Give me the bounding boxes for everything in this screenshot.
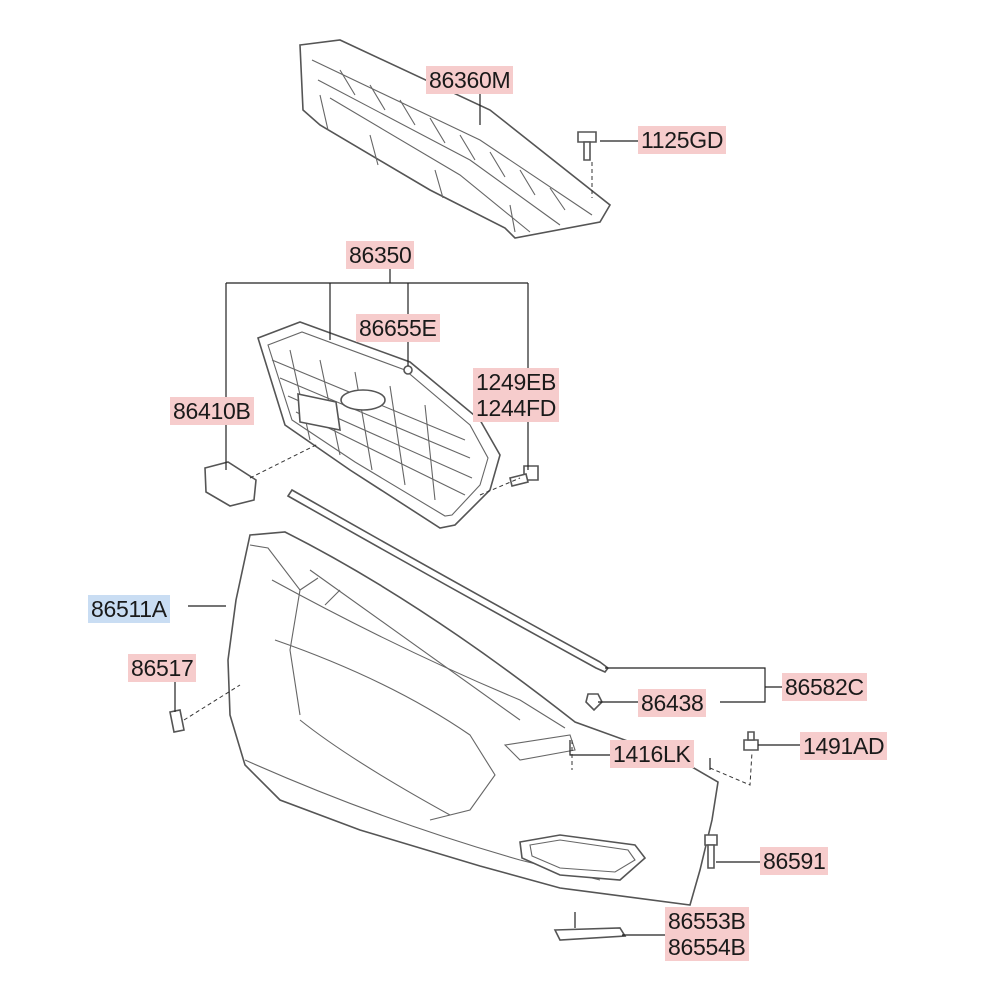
part-label-86655e[interactable]: 86655E [356, 314, 440, 342]
fastener-86517-drawing[interactable] [169, 709, 185, 733]
part-label-86517[interactable]: 86517 [128, 654, 197, 682]
emblem-86410b-drawing[interactable] [204, 461, 257, 507]
part-label-1244fd[interactable]: 1244FD [473, 394, 560, 422]
molding-strip-drawing[interactable] [286, 488, 610, 673]
part-label-86511a[interactable]: 86511A [88, 595, 170, 623]
clip-86655e-drawing[interactable] [403, 365, 413, 375]
part-label-1491ad[interactable]: 1491AD [800, 732, 888, 760]
part-label-86350[interactable]: 86350 [346, 241, 415, 269]
part-label-86410b[interactable]: 86410B [170, 397, 254, 425]
part-label-86591[interactable]: 86591 [760, 847, 829, 875]
part-label-86554b[interactable]: 86554B [665, 933, 749, 961]
bolt-1125gd-drawing[interactable] [577, 131, 597, 161]
screw-1249eb-drawing[interactable] [509, 465, 539, 487]
screw-1491ad-drawing[interactable] [743, 731, 759, 751]
clip-86582c-drawing[interactable] [585, 693, 603, 712]
reflector-86553b-drawing[interactable] [553, 927, 627, 941]
bolt-86591-drawing[interactable] [704, 834, 718, 869]
part-label-1125gd[interactable]: 1125GD [638, 126, 727, 154]
dashed-guides [183, 162, 753, 786]
part-label-86582c[interactable]: 86582C [782, 673, 867, 701]
part-label-1416lk[interactable]: 1416LK [610, 740, 694, 768]
part-label-86438[interactable]: 86438 [638, 689, 707, 717]
part-label-86360m[interactable]: 86360M [426, 66, 514, 94]
radiator-grille-drawing[interactable] [257, 321, 501, 529]
leader-lines [174, 92, 800, 936]
bumper-cover-drawing[interactable] [227, 531, 719, 906]
